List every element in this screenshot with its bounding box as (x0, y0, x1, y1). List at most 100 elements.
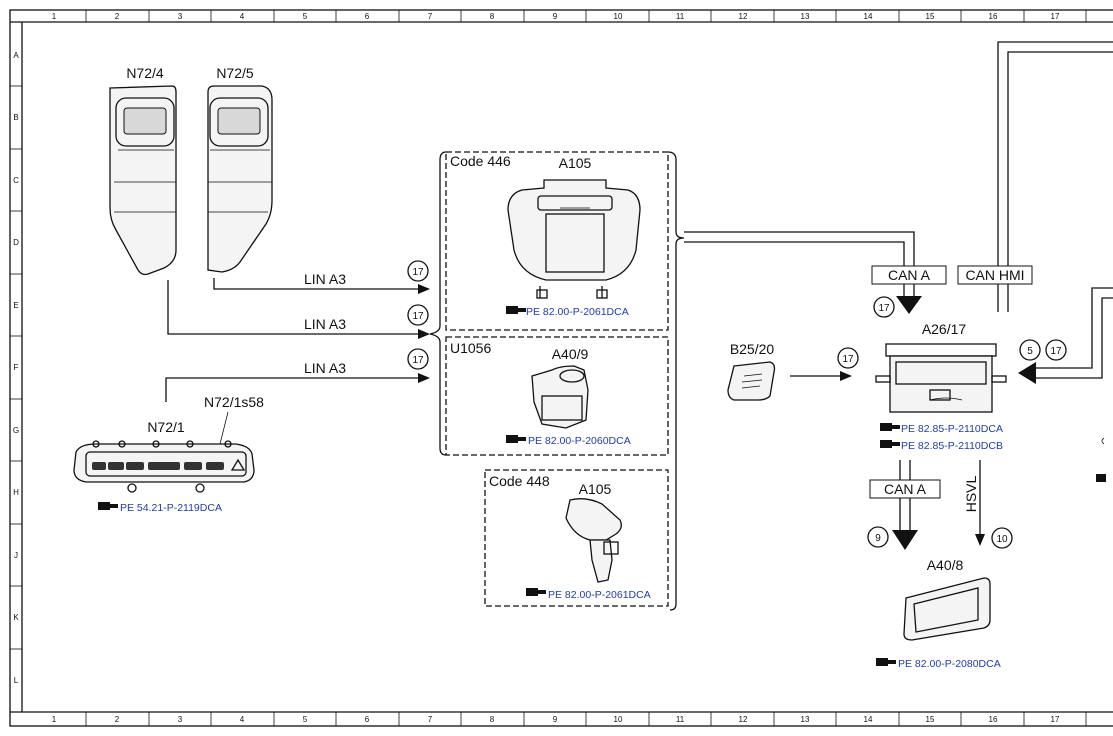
ref-link-a40-9[interactable]: PE 82.00-P-2060DCA (528, 435, 631, 447)
grid-row-label: E (13, 301, 18, 310)
group-label-code-448: Code 448 (489, 473, 550, 489)
ref-a40-8[interactable]: PE 82.00-P-2080DCA (876, 658, 1001, 670)
grid-col-label: 3 (178, 715, 183, 724)
grid-col-label: 5 (303, 715, 308, 724)
ref-a26-17-b[interactable]: PE 82.85-P-2110DCB (880, 440, 1003, 452)
circle-ref-c1[interactable]: 17 (407, 260, 429, 282)
grid-col-label: 8 (490, 715, 495, 724)
wire-label-lin-2: LIN A3 (304, 316, 346, 332)
ref-link-a26-17-a[interactable]: PE 82.85-P-2110DCA (901, 423, 1003, 435)
grid-col-label: 1 (52, 715, 57, 724)
ref-link-a26-17-b[interactable]: PE 82.85-P-2110DCB (901, 440, 1003, 452)
circle-ref-c9[interactable]: 10 (991, 527, 1013, 549)
grid-col-label: 5 (303, 12, 308, 21)
group-code-448: Code 448 (484, 469, 669, 607)
group-bracket (429, 151, 685, 611)
wire-label-can-a-out: CAN A (884, 481, 927, 497)
grid-col-label: 17 (1051, 12, 1060, 21)
circle-number: 17 (412, 355, 424, 366)
component-label-b25-20: B25/20 (730, 341, 775, 357)
ref-link-a105-bottom[interactable]: PE 82.00-P-2061DCA (548, 589, 651, 601)
grid-col-label: 13 (801, 715, 810, 724)
component-a105-selector[interactable]: A105 (565, 481, 622, 583)
component-b25-20[interactable]: B25/20 (727, 341, 776, 401)
grid-column-labels-bottom: 1 2 3 4 5 6 7 8 9 10 11 12 13 14 15 16 1… (52, 715, 1060, 724)
wire-lin-a3-1: LIN A3 (213, 271, 430, 294)
group-u1056: U1056 (445, 336, 669, 456)
wire-label-lin-3: LIN A3 (304, 360, 346, 376)
ref-link-n72-1[interactable]: PE 54.21-P-2119DCA (120, 502, 222, 514)
grid-row-label: L (14, 676, 19, 685)
grid-col-label: 15 (926, 715, 935, 724)
wire-label-lin-1: LIN A3 (304, 271, 346, 287)
bus-right-input (1018, 287, 1113, 384)
grid-col-label: 2 (115, 715, 120, 724)
grid-row-label: G (13, 426, 19, 435)
grid-row-label: B (13, 113, 18, 122)
ref-link-a40-8[interactable]: PE 82.00-P-2080DCA (898, 658, 1001, 670)
circle-ref-c4[interactable]: 17 (873, 296, 895, 318)
grid-col-label: 13 (801, 12, 810, 21)
grid-col-label: 16 (989, 12, 998, 21)
circle-ref-c6[interactable]: 5 (1019, 339, 1041, 361)
grid-col-label: 10 (614, 715, 623, 724)
component-label-a105-bottom: A105 (579, 481, 612, 497)
wire-label-hsvl: HSVL (963, 476, 979, 513)
grid-col-label: 3 (178, 12, 183, 21)
grid-col-label: 6 (365, 715, 370, 724)
circle-ref-c5[interactable]: 17 (837, 347, 859, 369)
ref-a105-bottom[interactable]: PE 82.00-P-2061DCA (526, 588, 651, 601)
grid-row-labels: A B C D E F G H J K L (13, 51, 19, 685)
component-n72-5[interactable]: N72/5 (207, 65, 273, 273)
component-a26-17[interactable]: A26/17 (875, 321, 1007, 413)
wire-b25-20 (790, 371, 852, 381)
circle-number: 17 (1050, 346, 1062, 357)
grid-col-label: 8 (490, 12, 495, 21)
grid-col-label: 16 (989, 715, 998, 724)
grid-row-label: J (14, 551, 18, 560)
grid-col-label: 10 (614, 12, 623, 21)
circle-number: 10 (996, 534, 1008, 545)
circle-number: 17 (842, 354, 854, 365)
circle-ref-c3[interactable]: 17 (407, 348, 429, 370)
grid-col-label: 1 (52, 12, 57, 21)
circle-number: 5 (1027, 346, 1033, 357)
ref-n72-1[interactable]: PE 54.21-P-2119DCA (98, 502, 222, 514)
component-a105-overhead[interactable]: A105 (507, 155, 641, 299)
grid-row-label: D (13, 238, 19, 247)
component-label-n72-1: N72/1 (147, 419, 185, 435)
grid-col-label: 4 (240, 715, 245, 724)
ref-link-a105-top[interactable]: PE 82.00-P-2061DCA (526, 306, 629, 318)
circle-number: 9 (875, 533, 881, 544)
component-label-a40-8: A40/8 (927, 557, 964, 573)
circle-ref-c8[interactable]: 9 (867, 526, 889, 548)
component-n72-1[interactable]: N72/1 N72/1s58 (73, 394, 264, 493)
grid-col-label: 9 (553, 715, 558, 724)
ref-a26-17-a[interactable]: PE 82.85-P-2110DCA (880, 423, 1003, 435)
circle-ref-c7[interactable]: 17 (1045, 339, 1067, 361)
circle-ref-c2[interactable]: 17 (407, 304, 429, 326)
ref-a40-9[interactable]: PE 82.00-P-2060DCA (506, 435, 631, 447)
wire-label-can-hmi: CAN HMI (965, 267, 1024, 283)
bus-can-a-out: CAN A (869, 460, 941, 550)
component-label-n72-1s58: N72/1s58 (204, 394, 264, 410)
grid-col-label: 12 (739, 12, 748, 21)
grid-row-label: K (13, 613, 19, 622)
cut-off-right-edge (1096, 437, 1106, 482)
wire-label-can-a-in: CAN A (888, 267, 931, 283)
ref-a105-top[interactable]: PE 82.00-P-2061DCA (506, 306, 629, 318)
wire-hsvl: HSVL (963, 460, 985, 546)
component-label-n72-4: N72/4 (126, 65, 164, 81)
component-a40-9[interactable]: A40/9 (531, 346, 589, 429)
circle-number: 17 (412, 267, 424, 278)
group-label-code-446: Code 446 (450, 153, 511, 169)
wire-lin-a3-2: LIN A3 (167, 280, 430, 339)
wire-lin-a3-3: LIN A3 (165, 360, 430, 402)
grid-col-label: 9 (553, 12, 558, 21)
component-label-n72-5: N72/5 (216, 65, 254, 81)
diagram-frame (9, 9, 1113, 727)
component-a40-8[interactable]: A40/8 (903, 557, 991, 641)
component-n72-4[interactable]: N72/4 (109, 65, 177, 276)
grid-col-label: 7 (428, 12, 433, 21)
